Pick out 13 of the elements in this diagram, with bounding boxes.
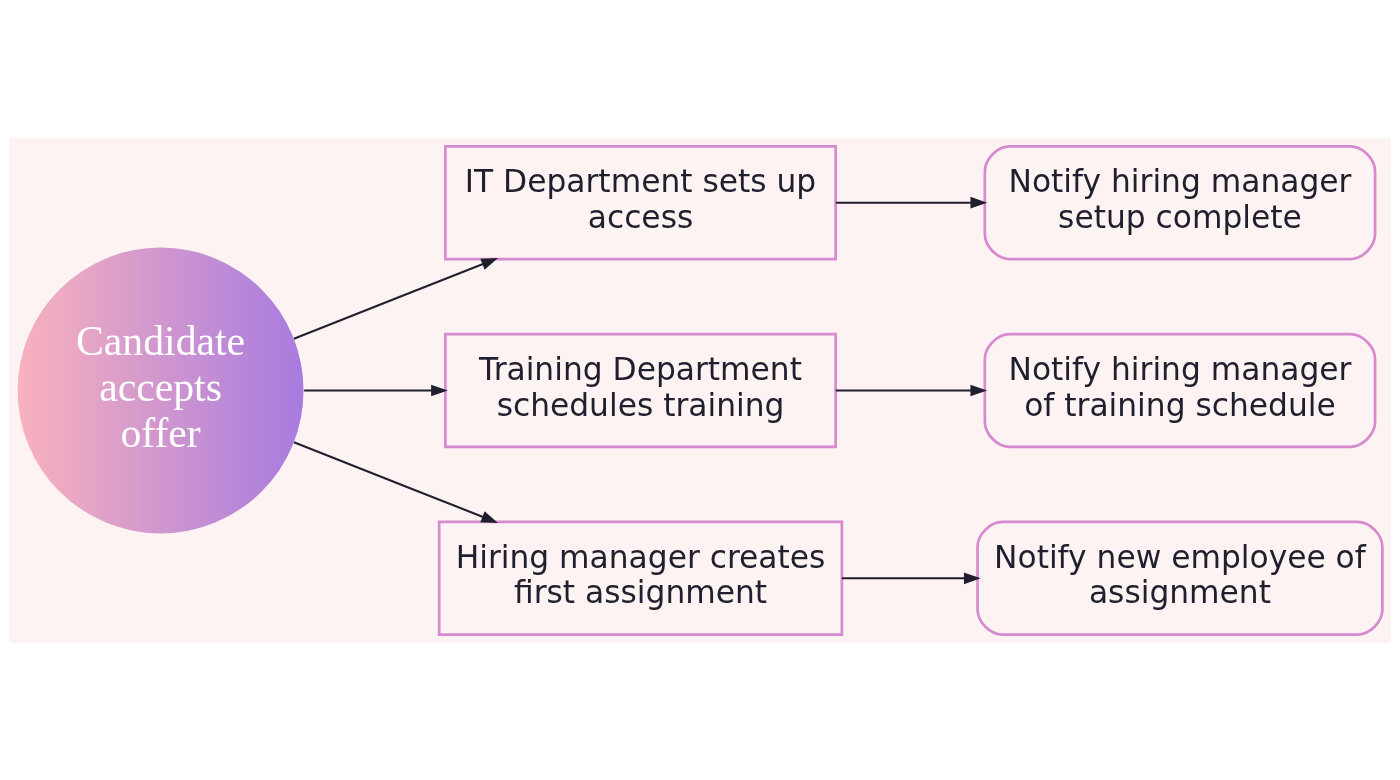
node-box: IT Department sets up access [444, 144, 837, 260]
node-box: Hiring manager creates first assignment [437, 520, 844, 636]
arrow [835, 196, 988, 209]
arrow [304, 384, 448, 396]
arrow [841, 571, 981, 584]
arrow [293, 440, 499, 523]
node-box: Notify hiring manager setup complete [983, 144, 1377, 260]
node-box: Notify new employee of assignment [976, 520, 1384, 636]
arrow [835, 384, 988, 396]
node-box: Notify hiring manager of training schedule [983, 332, 1377, 448]
node-box: Training Department schedules training [444, 332, 837, 448]
node-circle: Candidate accepts offer [17, 247, 304, 533]
arrow [293, 257, 499, 340]
